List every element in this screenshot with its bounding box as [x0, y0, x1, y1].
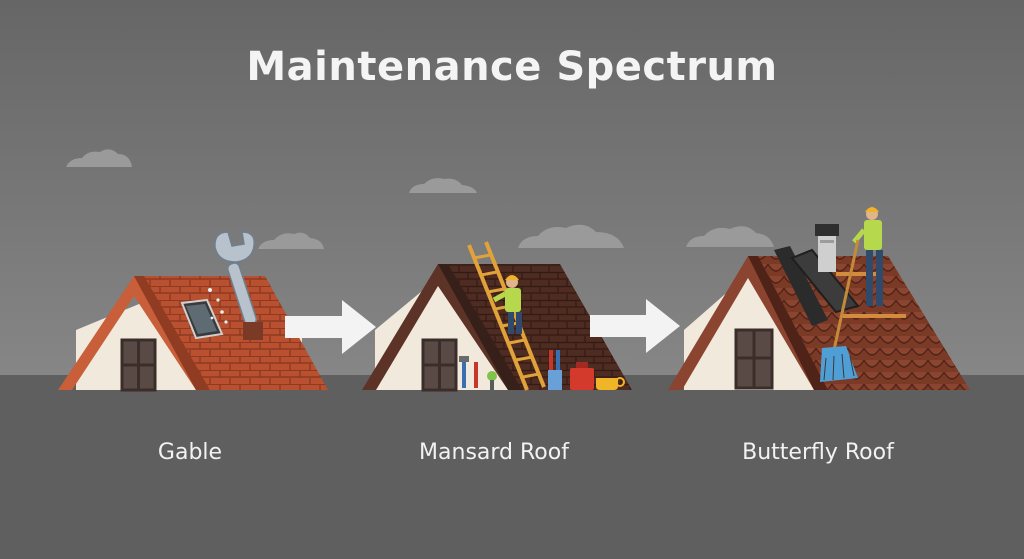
window [421, 338, 458, 392]
house-wall [375, 272, 520, 390]
worker [492, 275, 522, 334]
chimney-icon [815, 224, 839, 272]
cloud [258, 232, 324, 249]
stage-label-gable: Gable [157, 440, 223, 465]
window [734, 328, 774, 390]
window [120, 338, 157, 392]
arrow-1 [285, 300, 376, 354]
tools-icon [459, 350, 625, 390]
wrench-icon [214, 231, 263, 340]
ladder-icon [467, 241, 546, 391]
broom-icon [820, 239, 860, 382]
cloud [66, 149, 132, 167]
stage-label-mansard: Mansard Roof [419, 440, 569, 465]
gable-trim [134, 276, 210, 390]
solar-panel [774, 246, 860, 326]
arrow-2 [590, 299, 680, 353]
cloud [409, 178, 477, 193]
skylight-glass [186, 304, 217, 334]
house-gable [58, 231, 328, 392]
butterfly-trim [748, 256, 828, 390]
house-mansard [362, 241, 632, 392]
clouds [66, 149, 774, 249]
stage-label-butterfly: Butterfly Roof [742, 440, 894, 465]
mansard-trim [438, 264, 522, 390]
mansard-roof [438, 264, 632, 390]
cloud [518, 224, 624, 248]
ground [0, 375, 1024, 559]
house-butterfly [668, 207, 970, 390]
diagram-title: Maintenance Spectrum [246, 44, 778, 90]
cloud [686, 226, 774, 247]
worker [852, 207, 883, 306]
sparkles [208, 288, 228, 324]
